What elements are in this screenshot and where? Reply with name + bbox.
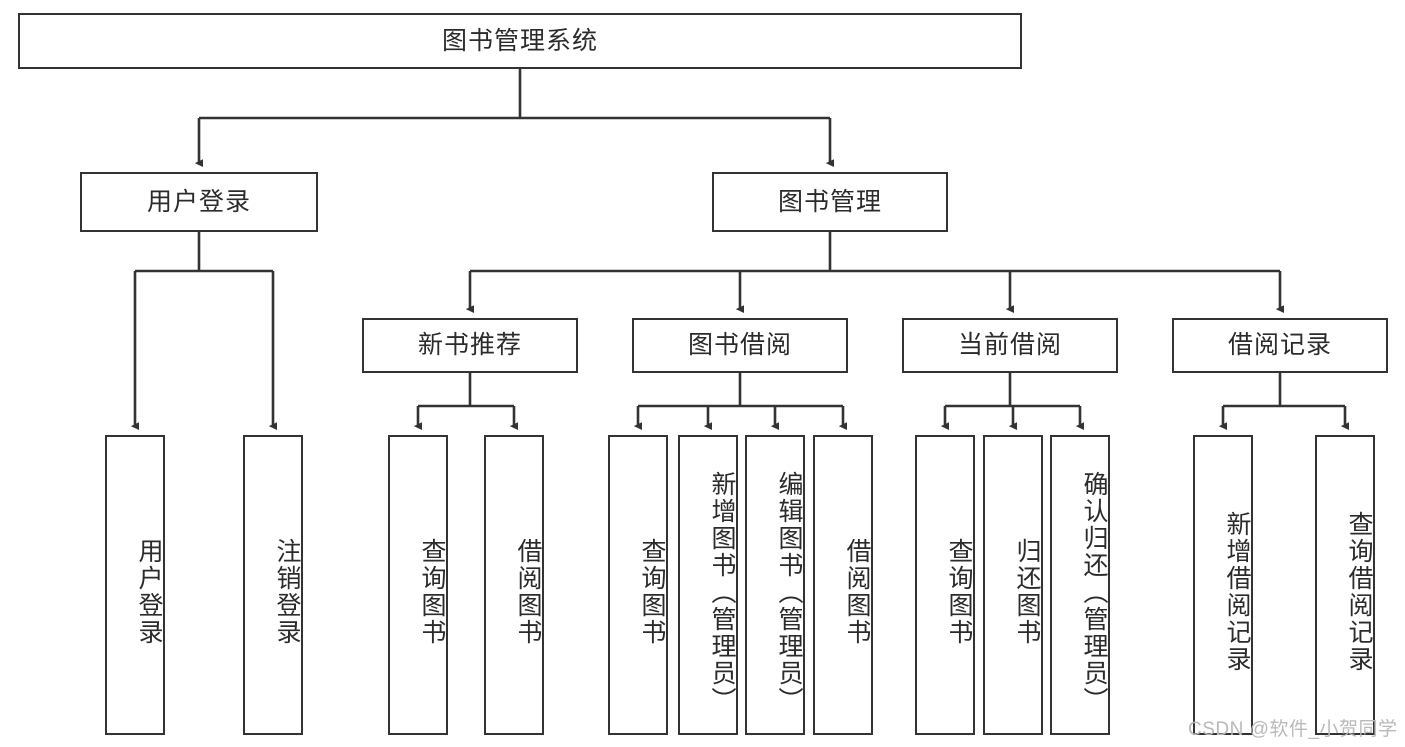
node-leaf-query-book-2-label: 查询图书 <box>638 538 666 646</box>
node-leaf-query-record-label: 查询借阅记录 <box>1345 511 1373 673</box>
node-new-book-recommend-label: 新书推荐 <box>417 331 522 360</box>
node-user-login[interactable]: 用户登录 <box>80 172 318 232</box>
node-leaf-query-book-3[interactable]: 查询图书 <box>915 435 975 735</box>
node-leaf-add-record-label: 新增借阅记录 <box>1223 511 1251 673</box>
node-new-book-recommend[interactable]: 新书推荐 <box>362 318 578 373</box>
node-leaf-return-book[interactable]: 归还图书 <box>983 435 1043 735</box>
node-leaf-query-book-2[interactable]: 查询图书 <box>608 435 668 735</box>
node-leaf-query-book-3-label: 查询图书 <box>945 538 973 646</box>
node-book-borrow-label: 图书借阅 <box>687 331 792 360</box>
node-leaf-borrow-book-1-label: 借阅图书 <box>514 538 542 646</box>
node-leaf-query-book-1[interactable]: 查询图书 <box>388 435 448 735</box>
node-leaf-logout[interactable]: 注销登录 <box>243 435 303 735</box>
node-book-management-label: 图书管理 <box>777 187 882 216</box>
node-borrow-records[interactable]: 借阅记录 <box>1172 318 1388 373</box>
node-leaf-logout-label: 注销登录 <box>273 538 301 646</box>
node-user-login-label: 用户登录 <box>146 187 251 216</box>
node-leaf-borrow-book-1[interactable]: 借阅图书 <box>484 435 544 735</box>
node-leaf-add-book-label: 新增图书（管理员） <box>708 470 736 714</box>
node-leaf-user-login[interactable]: 用户登录 <box>105 435 165 735</box>
node-root-label: 图书管理系统 <box>441 26 598 55</box>
node-borrow-records-label: 借阅记录 <box>1227 331 1332 360</box>
node-current-borrow[interactable]: 当前借阅 <box>902 318 1118 373</box>
node-leaf-confirm-return[interactable]: 确认归还（管理员） <box>1050 435 1110 735</box>
node-leaf-add-record[interactable]: 新增借阅记录 <box>1193 435 1253 735</box>
node-book-management[interactable]: 图书管理 <box>712 172 948 232</box>
node-leaf-borrow-book-2-label: 借阅图书 <box>843 538 871 646</box>
node-book-borrow[interactable]: 图书借阅 <box>632 318 848 373</box>
node-root[interactable]: 图书管理系统 <box>18 13 1022 69</box>
node-leaf-borrow-book-2[interactable]: 借阅图书 <box>813 435 873 735</box>
node-leaf-edit-book[interactable]: 编辑图书（管理员） <box>745 435 805 735</box>
node-leaf-add-book[interactable]: 新增图书（管理员） <box>678 435 738 735</box>
node-leaf-query-record[interactable]: 查询借阅记录 <box>1315 435 1375 735</box>
node-leaf-query-book-1-label: 查询图书 <box>418 538 446 646</box>
node-leaf-edit-book-label: 编辑图书（管理员） <box>775 470 803 714</box>
node-current-borrow-label: 当前借阅 <box>957 331 1062 360</box>
node-leaf-return-book-label: 归还图书 <box>1013 538 1041 646</box>
csdn-watermark: CSDN @软件_小贺同学 <box>1188 719 1398 740</box>
node-leaf-confirm-return-label: 确认归还（管理员） <box>1080 470 1108 714</box>
node-leaf-user-login-label: 用户登录 <box>135 538 163 646</box>
